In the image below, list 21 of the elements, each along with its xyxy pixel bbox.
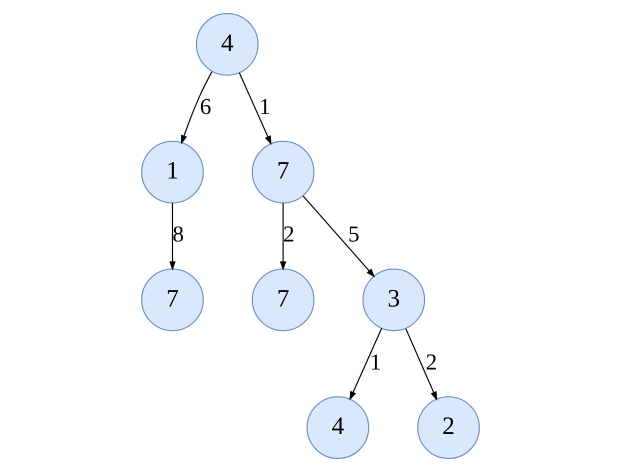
node-circle: 1 bbox=[141, 140, 204, 203]
arrow bbox=[405, 328, 438, 400]
node-circle: 2 bbox=[417, 396, 480, 458]
node-circle: 7 bbox=[252, 268, 314, 331]
node-circle: 7 bbox=[252, 140, 314, 203]
edge-label: 6 bbox=[200, 93, 212, 118]
arrow bbox=[181, 70, 212, 144]
edge-label: 1 bbox=[370, 348, 382, 374]
arrow bbox=[280, 202, 286, 270]
edge-label: 1 bbox=[259, 93, 271, 118]
edge-label: 2 bbox=[426, 348, 438, 374]
arrow bbox=[349, 328, 382, 400]
edge-label: 5 bbox=[348, 221, 360, 246]
edge-label: 8 bbox=[172, 221, 184, 246]
node-circle: 4 bbox=[196, 12, 259, 76]
edge-label: 2 bbox=[283, 221, 295, 246]
node-circle: 7 bbox=[141, 268, 204, 331]
arrow bbox=[302, 195, 376, 277]
arrow bbox=[169, 202, 176, 270]
node-circle: 4 bbox=[306, 396, 370, 458]
arrow bbox=[238, 72, 272, 144]
